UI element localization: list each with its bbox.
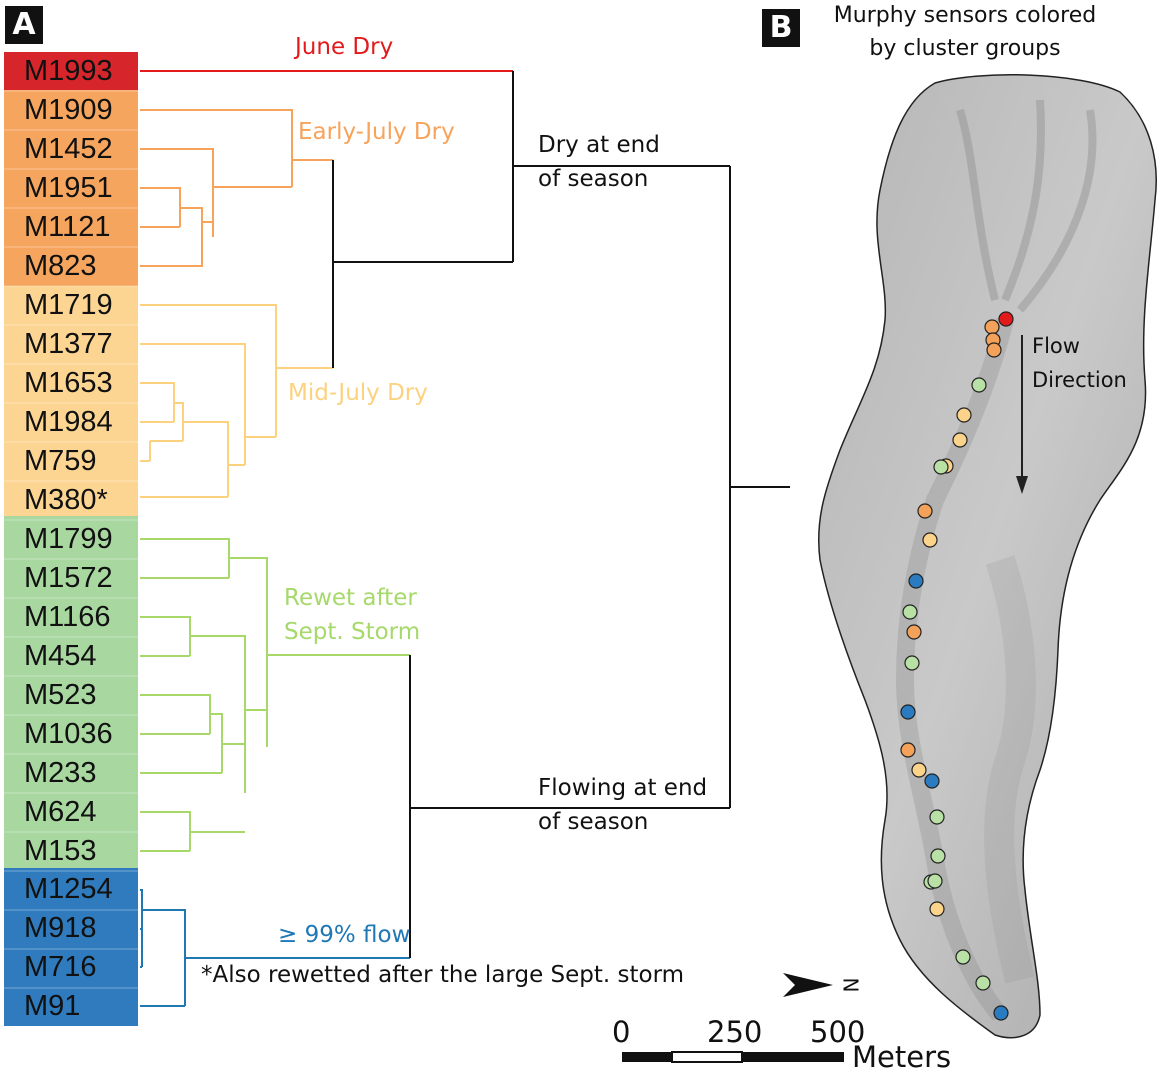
band-june [4,52,138,90]
group-label-rewet-line2: Sept. Storm [284,619,421,645]
sensor-dot-red [998,311,1014,327]
sensor-label: M380* [24,484,108,516]
flow-arrow [1016,335,1028,494]
sensor-dot-green [955,949,971,965]
branches-early-july [140,109,333,267]
branches-rewet [140,538,410,852]
sensor-dot-green [971,377,987,393]
panel-b-letter: B [762,9,800,47]
sensor-label: M1909 [24,94,113,126]
sensor-dot-blue [908,573,924,589]
catchment-outline [817,74,1157,1039]
sensor-label: M91 [24,990,81,1022]
sensor-dot-green [975,975,991,991]
sensor-dot-yellow [952,432,968,448]
branches-mid-july [140,304,333,498]
sensor-dots [900,311,1014,1021]
scale-tick-250: 250 [707,1015,763,1049]
sensor-label: M1653 [24,367,113,399]
sensor-dot-yellow [922,532,938,548]
sensor-label: M1993 [24,55,113,87]
dendrogram [140,70,790,1007]
sensor-dot-orange [906,624,922,640]
band-flow99 [4,868,138,1026]
sensor-label: M624 [24,796,97,828]
sensor-dot-yellow [956,407,972,423]
sensor-dot-green [929,809,945,825]
map-title-line1: Murphy sensors colored [833,3,1097,28]
sensor-label: M153 [24,835,97,867]
sensor-label: M233 [24,757,97,789]
group-label-early-july: Early-July Dry [298,119,455,145]
sensor-dot-orange [984,319,1000,335]
north-arrow [783,973,833,997]
catchment-map [817,74,1157,1039]
band-early-july [4,90,138,286]
sensor-dot-green [927,873,943,889]
map-title-line2: by cluster groups [869,36,1061,61]
group-label-june-dry: June Dry [295,34,394,60]
branches-flow99 [140,889,410,1007]
sensor-label: M1719 [24,289,113,321]
sensor-label: M1984 [24,406,113,438]
sensor-dot-blue [924,773,940,789]
sensor-dot-blue [993,1005,1009,1021]
sensor-label: M1951 [24,172,113,204]
sensor-label: M1166 [24,601,111,633]
sensor-label: M1254 [24,873,113,905]
sensor-color-bands [4,52,138,1026]
upper-ridges [956,99,1097,313]
sensor-label: M1572 [24,562,113,594]
dry-label-line1: Dry at end [538,132,660,158]
footnote: *Also rewetted after the large Sept. sto… [201,962,685,988]
sensor-dot-green [904,655,920,671]
lower-slope-shadow [984,555,1036,984]
row-separators [4,90,138,989]
sensor-label: M716 [24,951,97,983]
sensor-dot-green [930,848,946,864]
sensor-dot-orange [986,342,1002,358]
flow-direction-line1: Flow [1032,334,1080,358]
branches-upper-levels [332,71,790,958]
sensor-dot-yellow [911,762,927,778]
sensor-label: M823 [24,250,97,282]
sensor-label: M1036 [24,718,113,750]
sensor-label: M1121 [24,211,111,243]
sensor-dot-green [902,604,918,620]
sensor-dot-orange [917,503,933,519]
scale-tick-0: 0 [612,1015,631,1049]
flowing-label-line2: of season [538,809,649,835]
sensor-dot-green [933,459,949,475]
sensor-dot-yellow [929,901,945,917]
sensor-dot-orange [900,742,916,758]
sensor-dot-blue [900,704,916,720]
flow-direction-line2: Direction [1032,368,1127,392]
group-label-flow99: ≥ 99% flow [278,922,411,948]
band-mid-july [4,286,138,516]
panel-a-letter: A [5,6,43,44]
sensor-label: M1799 [24,523,113,555]
scale-tick-500: 500 [810,1015,866,1049]
group-label-mid-july: Mid-July Dry [288,380,428,406]
sensor-label: M918 [24,912,97,944]
sensor-label: M1377 [24,328,113,360]
sensor-label: M454 [24,640,97,672]
sensor-label: M759 [24,445,97,477]
scale-unit: Meters [852,1040,952,1074]
north-label: N [838,977,863,993]
sensor-label: M523 [24,679,97,711]
sensor-label: M1452 [24,133,113,165]
dry-label-line2: of season [538,166,649,192]
band-rewet [4,516,138,868]
flowing-label-line1: Flowing at end [538,775,708,801]
scale-bar [622,1051,844,1063]
group-label-rewet-line1: Rewet after [284,585,417,611]
